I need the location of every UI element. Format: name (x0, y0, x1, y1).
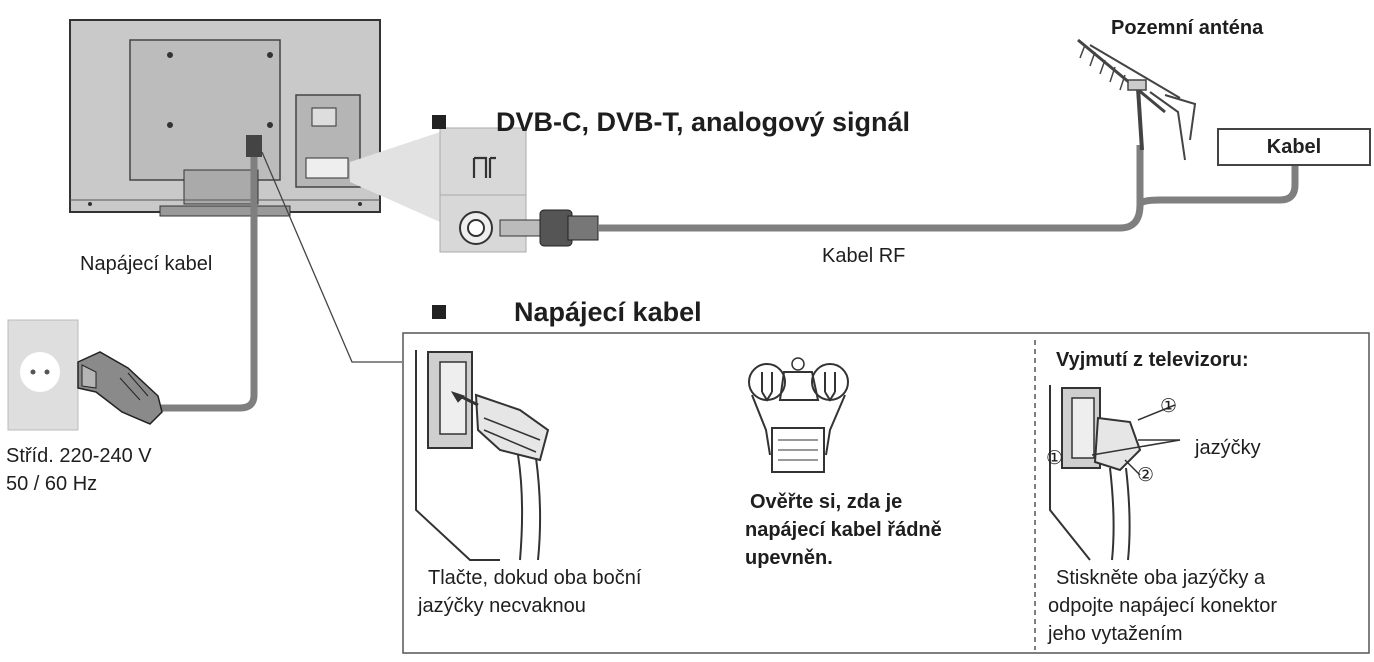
rf-cable-illustration (499, 145, 1299, 247)
terrestrial-antenna-illustration (1077, 38, 1197, 161)
label-cable-box: Kabel (1217, 128, 1371, 166)
label-rf-cable: Kabel RF (822, 245, 906, 267)
power-instructions-panel (402, 332, 1370, 654)
step1-text-line2: jazýčky necvaknou (418, 595, 586, 617)
bullet-square (432, 304, 446, 319)
bullet-square (432, 114, 446, 129)
section-title-power-text: Napájecí kabel (514, 297, 702, 327)
step3-text-line1: Stiskněte oba jazýčky a (1056, 567, 1265, 589)
marker-2: ② (1137, 465, 1155, 486)
connector-insert-illustration (415, 350, 550, 561)
label-outlet-voltage: Stříd. 220-240 V (6, 445, 152, 467)
section-title-antenna: DVB-C, DVB-T, analogový signál (432, 106, 910, 138)
step2-text-line2: napájecí kabel řádně (745, 519, 942, 541)
step3-text-line2: odpojte napájecí konektor (1048, 595, 1278, 617)
label-outlet-frequency: 50 / 60 Hz (6, 473, 98, 495)
label-antenna: Pozemní anténa (1111, 17, 1264, 39)
label-power-cable: Napájecí kabel (80, 253, 213, 275)
section-title-antenna-text: DVB-C, DVB-T, analogový signál (496, 107, 911, 137)
connector-check-illustration (748, 357, 849, 473)
label-tabs: jazýčky (1195, 437, 1261, 459)
connector-remove-illustration (1049, 385, 1181, 561)
marker-1-left: ① (1046, 448, 1064, 469)
power-cable-line (160, 157, 258, 412)
step3-title: Vyjmutí z televizoru: (1056, 349, 1249, 371)
tv-rear-illustration (69, 19, 381, 217)
step2-text-line1: Ověřte si, zda je (750, 491, 903, 513)
marker-1-right: ① (1160, 396, 1178, 417)
power-plug-illustration (77, 351, 163, 425)
section-title-power: Napájecí kabel (432, 296, 702, 328)
wall-outlet-illustration (7, 319, 79, 431)
step2-text-line3: upevněn. (745, 547, 833, 569)
step1-text-line1: Tlačte, dokud oba boční (428, 567, 642, 589)
step3-text-line3: jeho vytažením (1048, 623, 1183, 645)
